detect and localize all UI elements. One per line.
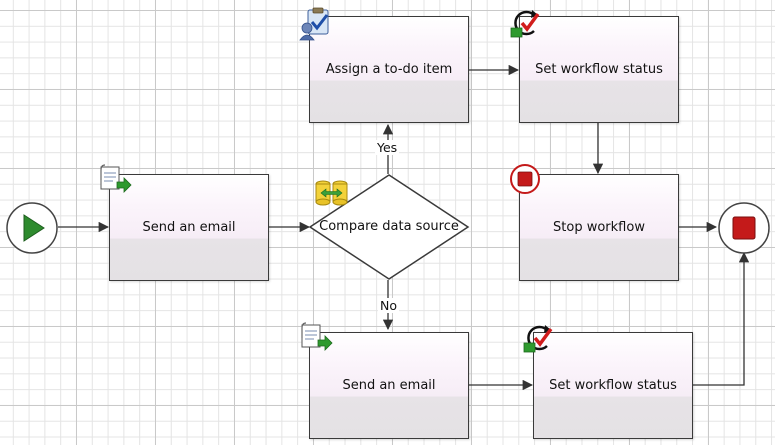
compare-data-source-condition[interactable] — [308, 173, 470, 282]
todo-task-icon — [299, 7, 329, 41]
connector-status2-to-end — [692, 251, 750, 386]
set-workflow-status-activity-1[interactable]: Set workflow status — [519, 16, 679, 123]
activity-label: Send an email — [342, 378, 436, 393]
start-play-icon — [23, 214, 45, 242]
activity-label: Send an email — [142, 220, 236, 235]
email-send-icon — [301, 322, 333, 351]
stop-workflow-activity[interactable]: Stop workflow — [519, 174, 679, 281]
start-node[interactable] — [5, 201, 59, 255]
workflow-status-icon — [510, 10, 540, 38]
activity-label: Stop workflow — [553, 220, 645, 235]
send-email-activity-2[interactable]: Send an email — [309, 332, 469, 439]
compare-data-icon — [315, 180, 348, 206]
activity-label: Set workflow status — [549, 378, 677, 393]
end-node[interactable] — [717, 201, 771, 255]
assign-todo-activity[interactable]: Assign a to-do item — [309, 16, 469, 123]
activity-label: Assign a to-do item — [325, 62, 453, 77]
condition-label: Compare data source — [319, 219, 459, 234]
send-email-activity-1[interactable]: Send an email — [109, 174, 269, 281]
stop-workflow-icon — [510, 164, 540, 194]
yes-branch-label: Yes — [375, 140, 400, 155]
activity-label: Set workflow status — [535, 62, 663, 77]
end-stop-icon — [732, 216, 756, 240]
email-send-icon — [100, 164, 132, 193]
workflow-status-icon — [523, 325, 553, 353]
set-workflow-status-activity-2[interactable]: Set workflow status — [533, 332, 693, 439]
no-branch-label: No — [378, 298, 399, 313]
